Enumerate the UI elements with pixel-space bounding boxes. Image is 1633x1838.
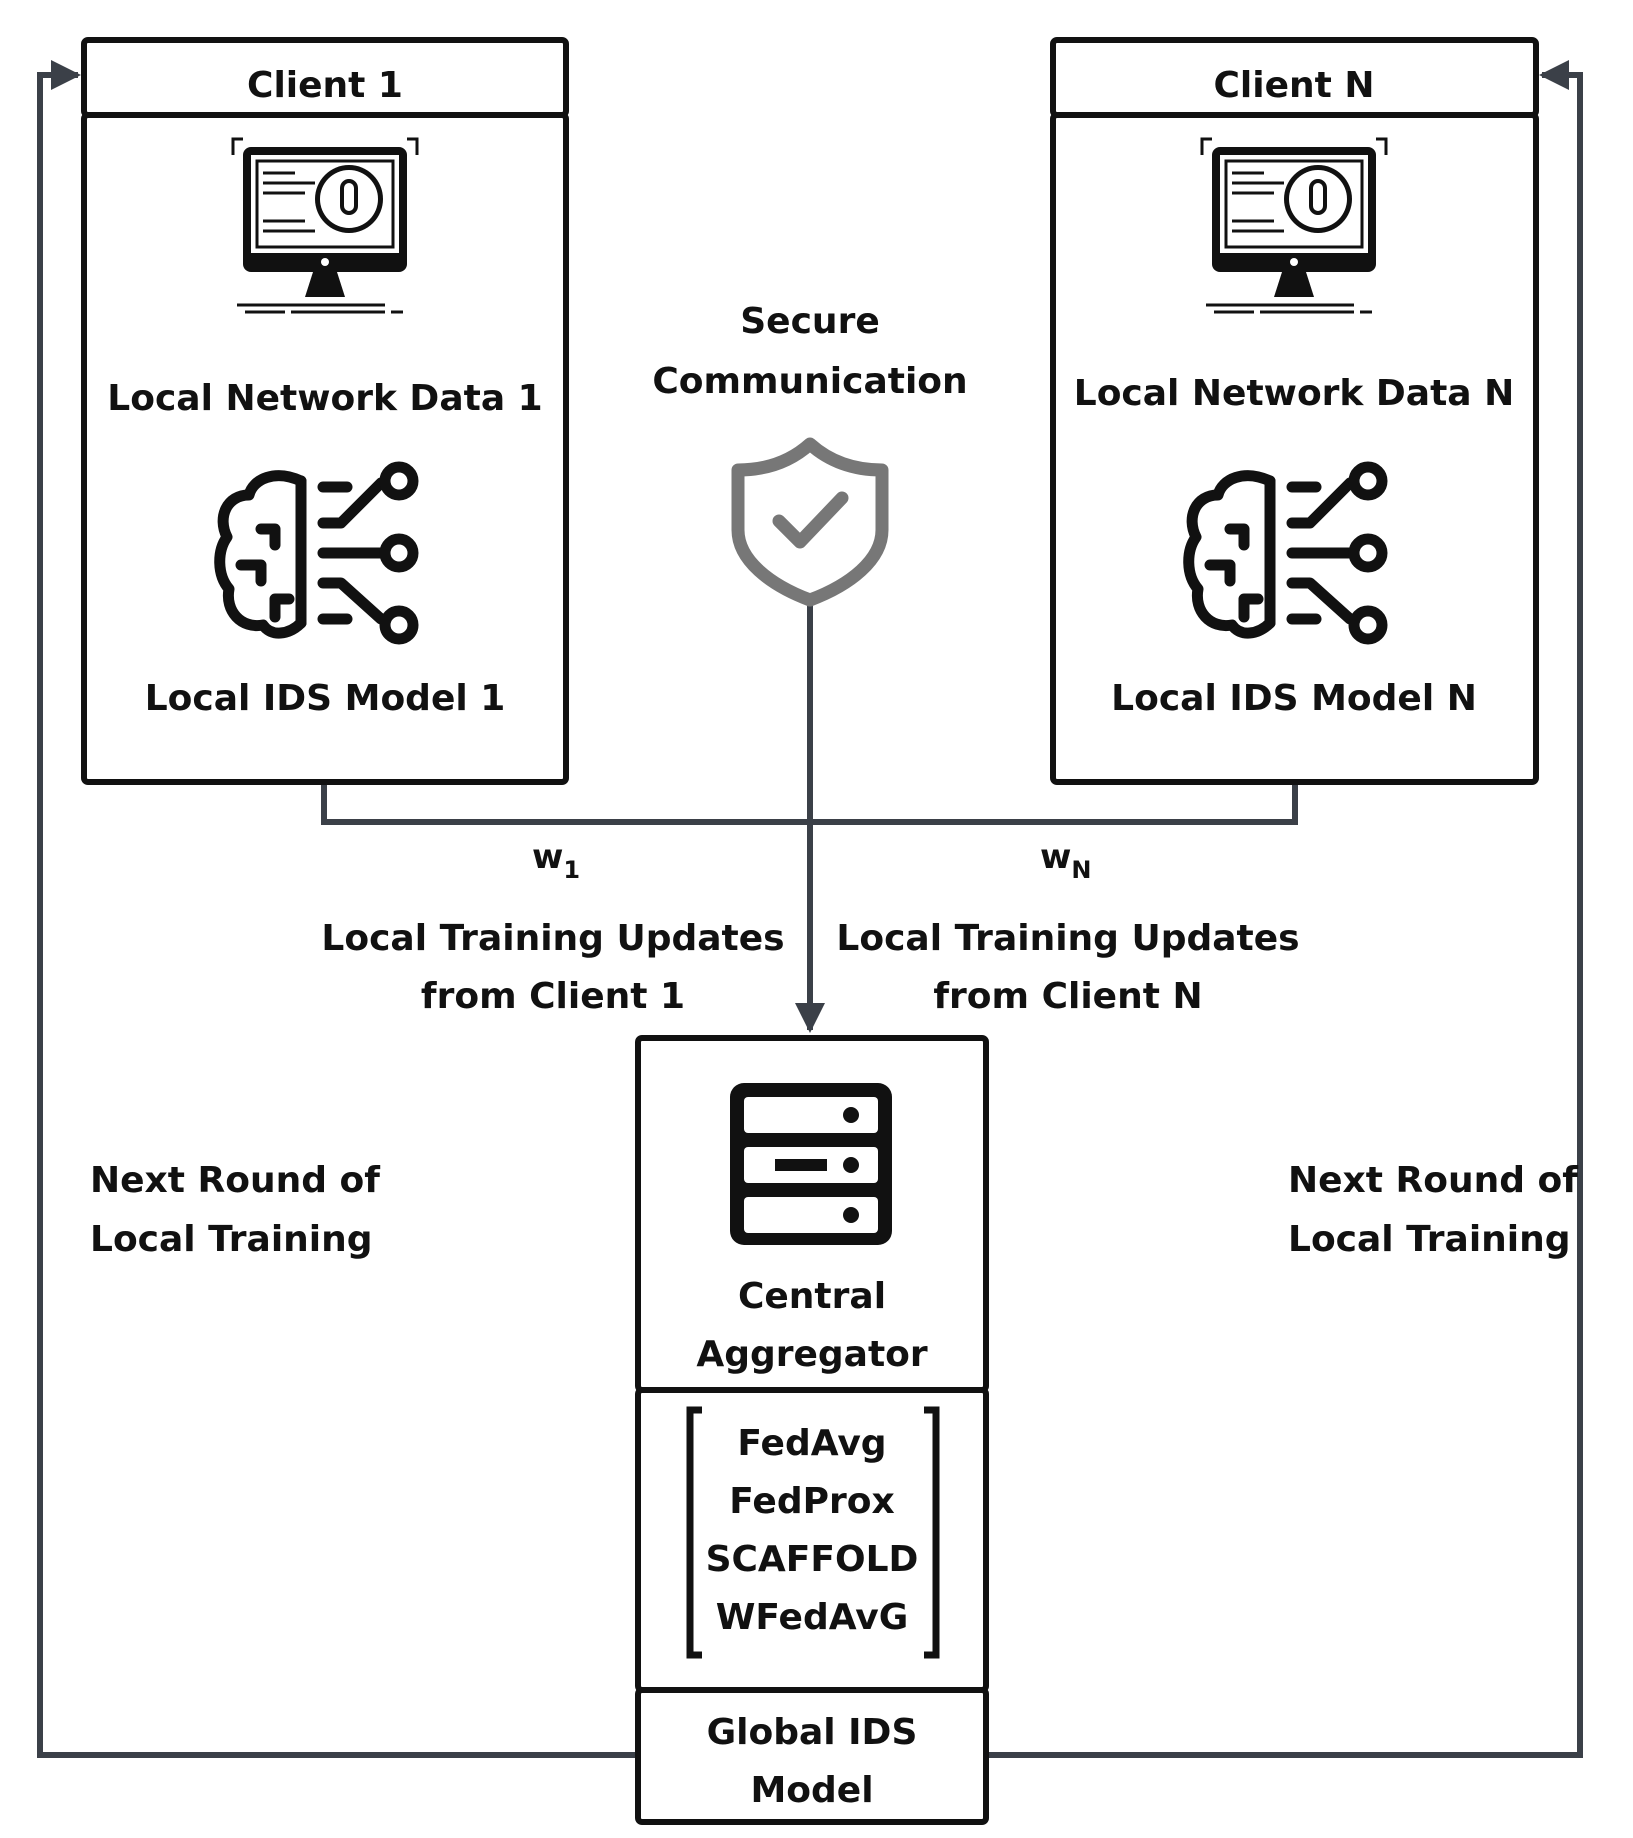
aggregator-title-line1: Central	[738, 1276, 886, 1317]
client-1-data-label: Local Network Data 1	[107, 378, 542, 419]
client-n-data-label: Local Network Data N	[1074, 373, 1515, 414]
computer-monitor-icon	[1200, 137, 1388, 314]
shield-check-icon	[731, 437, 889, 607]
next-round-right-line2: Local Training	[1288, 1219, 1571, 1260]
weight-wn: wN	[1040, 837, 1092, 884]
algorithm-item: FedAvg	[737, 1423, 886, 1464]
client-1-body	[81, 112, 569, 785]
updates-client-n-line2: from Client N	[933, 976, 1202, 1017]
weight-wn-sub: N	[1071, 856, 1091, 884]
weight-wn-base: w	[1040, 837, 1071, 877]
global-model-line1: Global IDS	[707, 1712, 918, 1753]
client-n-body	[1050, 112, 1539, 785]
client-1-model-label: Local IDS Model 1	[145, 678, 506, 719]
algorithms-left-bracket	[686, 1406, 702, 1659]
client-n-title: Client N	[1213, 65, 1374, 106]
weight-w1-sub: 1	[563, 856, 580, 884]
updates-client-1-line2: from Client 1	[421, 976, 685, 1017]
feedback-loop-right	[988, 60, 1583, 1758]
central-aggregator-box: Central Aggregator FedAvg FedProx SCAFFO…	[635, 1035, 989, 1825]
server-icon	[730, 1083, 892, 1245]
updates-client-n-line1: Local Training Updates	[836, 918, 1299, 959]
updates-client-1-line1: Local Training Updates	[321, 918, 784, 959]
weight-w1: w1	[532, 837, 580, 884]
global-model-line2: Model	[750, 1770, 873, 1811]
next-round-left-line2: Local Training	[90, 1219, 373, 1260]
feedback-loop-left	[37, 60, 638, 1758]
next-round-left-line1: Next Round of	[90, 1160, 380, 1201]
computer-monitor-icon	[231, 137, 419, 314]
algorithms-right-bracket	[924, 1406, 940, 1659]
client-1-title: Client 1	[247, 65, 403, 106]
secure-communication-label-line1: Secure	[740, 301, 879, 342]
brain-circuit-icon	[214, 461, 419, 645]
algorithm-item: FedProx	[729, 1481, 894, 1522]
brain-circuit-icon	[1183, 461, 1388, 645]
algorithm-item: WFedAvG	[716, 1597, 909, 1638]
client-n-model-label: Local IDS Model N	[1111, 678, 1477, 719]
client-1-connector	[321, 785, 810, 825]
weight-w1-base: w	[532, 837, 563, 877]
secure-communication-label-line2: Communication	[652, 361, 967, 402]
algorithm-item: SCAFFOLD	[706, 1539, 919, 1580]
client-1-box: Client 1 Local Network Data 1	[81, 37, 569, 785]
global-model-section	[635, 1687, 989, 1825]
client-n-connector	[810, 785, 1298, 825]
aggregator-title-line2: Aggregator	[696, 1334, 928, 1375]
client-n-box: Client N Local Network Data N	[1050, 37, 1539, 785]
next-round-right-line1: Next Round of	[1288, 1160, 1578, 1201]
